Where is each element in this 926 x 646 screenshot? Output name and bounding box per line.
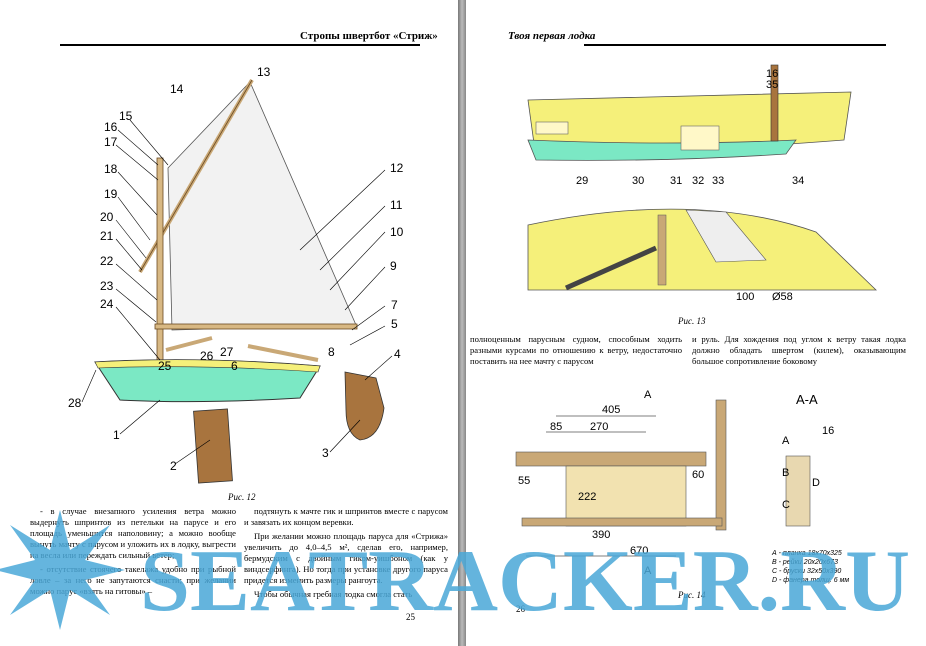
right-page-header: Твоя первая лодка bbox=[508, 30, 596, 42]
part-label-14: 14 bbox=[170, 82, 184, 96]
section-label-A: А bbox=[782, 435, 790, 447]
part-label-27: 27 bbox=[220, 345, 234, 359]
fig14-section-mark-bottom: А bbox=[644, 565, 652, 577]
page-number: 25 bbox=[406, 612, 415, 622]
sail bbox=[167, 81, 357, 331]
left-text-column-2: подтянуть к мачте гик и шпринтов вместе … bbox=[244, 506, 448, 603]
part-label-13: 13 bbox=[257, 65, 271, 79]
fig14-dim-60: 60 bbox=[692, 469, 704, 481]
page-number: 26 bbox=[516, 604, 525, 614]
section-label-D: D bbox=[812, 477, 820, 489]
part-label-6: 6 bbox=[231, 359, 238, 373]
part-label-15: 15 bbox=[119, 109, 133, 123]
fig13-label-31: 31 bbox=[670, 175, 682, 187]
part-label-10: 10 bbox=[390, 225, 404, 239]
part-label-4: 4 bbox=[394, 347, 401, 361]
paragraph: - отсутствие стоячего такелажа удобно пр… bbox=[30, 564, 236, 596]
part-label-23: 23 bbox=[100, 279, 114, 293]
leader-lines bbox=[81, 119, 393, 465]
left-text-column-1: - в случае внезапного усиления ветра мож… bbox=[30, 506, 236, 600]
mast bbox=[156, 157, 164, 369]
legend-item: В - рейки 20х20х673 bbox=[772, 559, 838, 566]
fig14-dim-222: 222 bbox=[578, 491, 596, 503]
paragraph: При желании можно площадь паруса для «Ст… bbox=[244, 531, 448, 585]
part-label-2: 2 bbox=[170, 459, 177, 473]
part-label-24: 24 bbox=[100, 297, 114, 311]
right-text-column-1: полноценным парусным судном, способным х… bbox=[470, 334, 682, 366]
fig14-section-mark-top: А bbox=[644, 389, 652, 401]
fig14-dim-85: 85 bbox=[550, 421, 562, 433]
part-label-22: 22 bbox=[100, 254, 114, 268]
fig14-dim-390: 390 bbox=[592, 529, 610, 541]
fig13-label-34: 34 bbox=[792, 175, 804, 187]
paragraph: Чтобы обычная гребная лодка смогла стать bbox=[254, 589, 413, 599]
fig13-label-32: 32 bbox=[692, 175, 704, 187]
right-text-column-2: и руль. Для хождения под углом к ветру т… bbox=[692, 334, 906, 366]
paragraph: подтянуть к мачте гик и шпринтов вместе … bbox=[244, 506, 448, 527]
figure-13-caption: Рис. 13 bbox=[678, 316, 706, 326]
part-labels: 13 14 15 16 17 18 19 20 21 22 23 24 25 2… bbox=[68, 65, 404, 473]
part-label-20: 20 bbox=[100, 210, 114, 224]
legend-item: D - фанера толщ. 6 мм bbox=[772, 577, 850, 584]
part-label-3: 3 bbox=[322, 446, 329, 460]
oar bbox=[247, 344, 319, 362]
paragraph: - в случае внезапного усиления ветра мож… bbox=[30, 506, 236, 560]
legend-item: С - бруски 32х50х390 bbox=[772, 568, 842, 575]
fig14-dim-270: 270 bbox=[590, 421, 608, 433]
fig13-label-diam58: Ø58 bbox=[772, 291, 793, 303]
figure-14-caption: Рис. 14 bbox=[678, 590, 706, 600]
left-page: Стропы швертбот «Стриж» 13 14 15 16 17 1… bbox=[0, 0, 458, 646]
fig13-label-100: 100 bbox=[736, 291, 754, 303]
fig13-label-30: 30 bbox=[632, 175, 644, 187]
figure-13-boat-with-daggerboard: 16 35 29 30 31 32 33 34 100 Ø58 bbox=[527, 64, 877, 303]
part-label-18: 18 bbox=[104, 162, 118, 176]
section-title: А-А bbox=[796, 392, 818, 407]
part-label-21: 21 bbox=[100, 229, 114, 243]
figure-14-daggerboard-well: 405 85 270 55 222 60 390 670 А А 16 А B … bbox=[515, 389, 834, 577]
part-label-17: 17 bbox=[104, 135, 118, 149]
part-label-7: 7 bbox=[391, 298, 398, 312]
part-label-19: 19 bbox=[104, 187, 118, 201]
oar bbox=[165, 336, 213, 352]
fig13-label-33: 33 bbox=[712, 175, 724, 187]
part-label-8: 8 bbox=[328, 345, 335, 359]
boom bbox=[154, 323, 358, 330]
fig14-dim-405: 405 bbox=[602, 404, 620, 416]
header-rule bbox=[60, 44, 420, 46]
part-label-26: 26 bbox=[200, 349, 214, 363]
part-label-16: 16 bbox=[104, 120, 118, 134]
figure-12-caption: Рис. 12 bbox=[228, 492, 256, 502]
part-label-1: 1 bbox=[113, 428, 120, 442]
header-rule bbox=[584, 44, 886, 46]
part-label-9: 9 bbox=[390, 259, 397, 273]
section-dim-16: 16 bbox=[822, 425, 834, 437]
fig13-label-35: 35 bbox=[766, 79, 778, 91]
part-label-11: 11 bbox=[390, 198, 403, 212]
section-label-B: B bbox=[782, 467, 789, 479]
part-label-5: 5 bbox=[391, 317, 398, 331]
fig14-dim-670: 670 bbox=[630, 545, 648, 557]
fig13-label-29: 29 bbox=[576, 175, 588, 187]
part-label-28: 28 bbox=[68, 396, 82, 410]
right-page: Твоя первая лодка 16 35 29 30 31 32 33 3… bbox=[466, 0, 926, 646]
left-page-header: Стропы швертбот «Стриж» bbox=[300, 30, 438, 42]
rudder bbox=[344, 371, 385, 441]
part-label-12: 12 bbox=[390, 161, 404, 175]
figure-14-legend: А - планка 18х70х325 В - рейки 20х20х673… bbox=[772, 549, 849, 585]
book-gutter bbox=[458, 0, 466, 646]
daggerboard bbox=[193, 408, 233, 484]
fig14-dim-55: 55 bbox=[518, 475, 530, 487]
part-label-25: 25 bbox=[158, 359, 172, 373]
figure-12-boat-drawing: 13 14 15 16 17 18 19 20 21 22 23 24 25 2… bbox=[68, 65, 404, 484]
section-label-C: C bbox=[782, 499, 790, 511]
fig13-label-16: 16 bbox=[766, 68, 778, 80]
legend-item: А - планка 18х70х325 bbox=[772, 550, 842, 557]
